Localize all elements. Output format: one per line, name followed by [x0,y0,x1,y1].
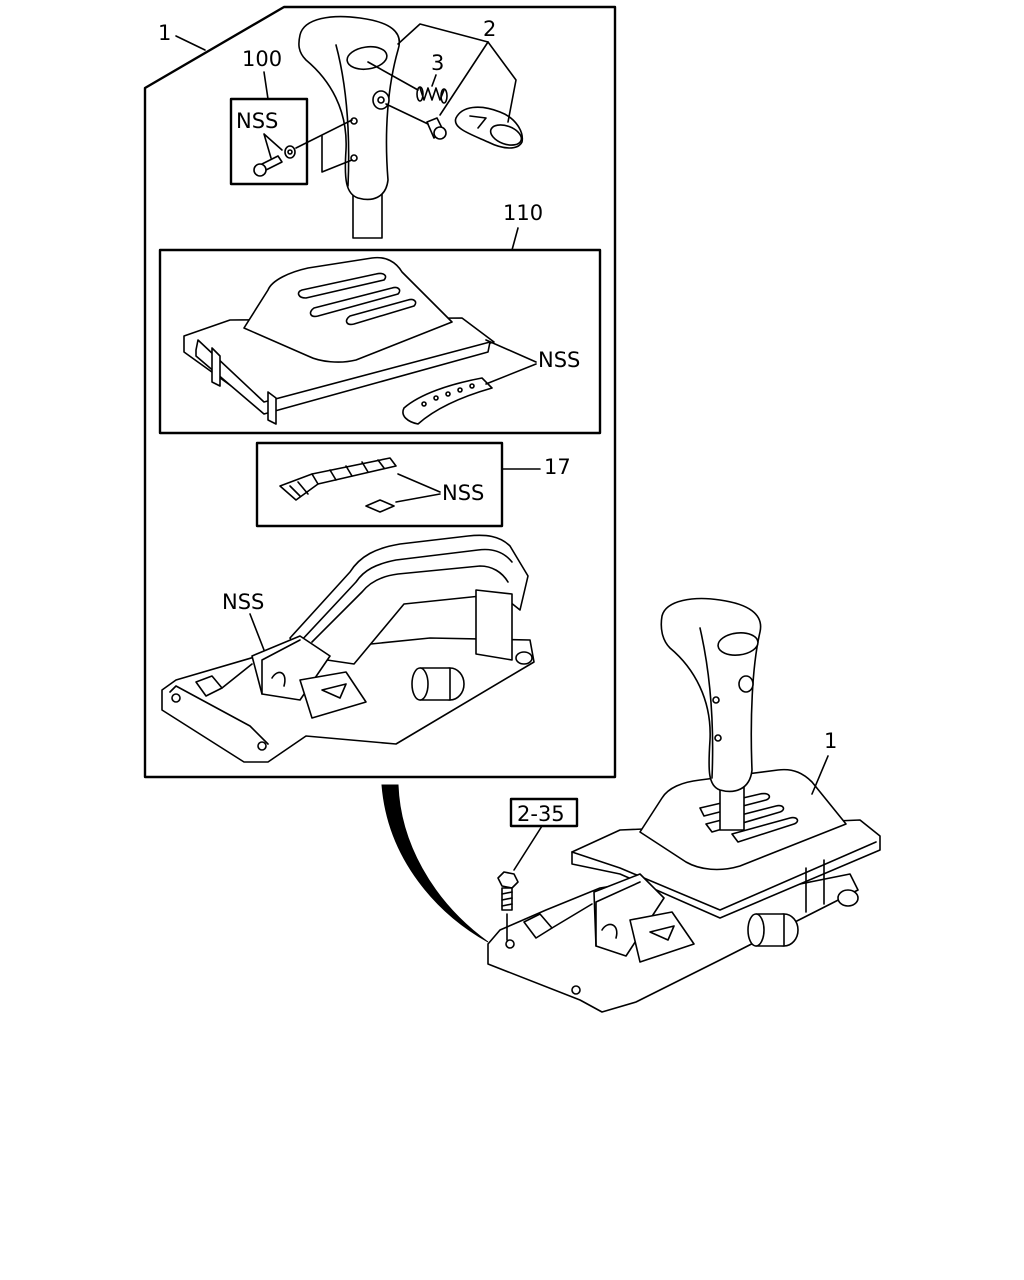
leader-assembly-bottom [811,755,829,795]
leader-spring-axis [367,61,419,91]
knob-screw [253,155,283,177]
label-nss-indicator: NSS [538,348,580,372]
label-bolt-ref: 2-35 [517,802,565,826]
knob-screw-kit-box [229,97,309,186]
leader-nss-light [395,473,441,503]
label-knob: 2 [483,17,496,41]
leader-nss-screw [263,133,283,159]
assembled-shifter [487,597,881,1013]
leader-assembly-top [175,35,206,51]
label-knob-screw-kit: 100 [242,47,282,71]
shift-knob-exploded [298,15,401,239]
label-indicator-kit: 17 [544,455,571,479]
leader-pin-axis [385,103,429,125]
leader-screw-axis [295,119,353,149]
bolt-reference-box [509,797,579,828]
cover-plate-part [183,256,495,425]
pin-part [426,117,447,140]
washer [284,145,296,159]
leader-knob-screw-kit [263,71,269,100]
label-spring: 3 [431,51,444,75]
label-nss-screw: NSS [236,109,278,133]
leader-nss-indicator [485,339,537,385]
label-assembly-top: 1 [158,21,171,45]
indicator-kit-box [255,441,504,528]
leader-spring [431,74,437,87]
exploded-assembly-frame [143,5,617,779]
assembly-arrow [381,784,489,943]
mounting-bolt [497,871,519,911]
label-nss-light: NSS [442,481,484,505]
indicator-light-part [279,457,397,501]
leader-bolt-ref [513,825,543,871]
leader-knob-c [439,41,489,116]
cover-plate-box [158,248,602,435]
label-nss-base: NSS [222,590,264,614]
base-housing-exploded [161,534,535,763]
leader-cover-plate [511,227,519,251]
spring-part [416,86,448,104]
leader-nss-base [249,613,265,651]
release-button-part [454,106,524,149]
indicator-bulb-part [365,499,395,513]
leader-knob-b [487,41,517,123]
indicator-strip-part [402,377,493,425]
label-cover-plate: 110 [503,201,543,225]
label-assembly-bottom: 1 [824,729,837,753]
leader-screw-axis-b [321,135,353,173]
leader-knob-a [397,23,489,45]
